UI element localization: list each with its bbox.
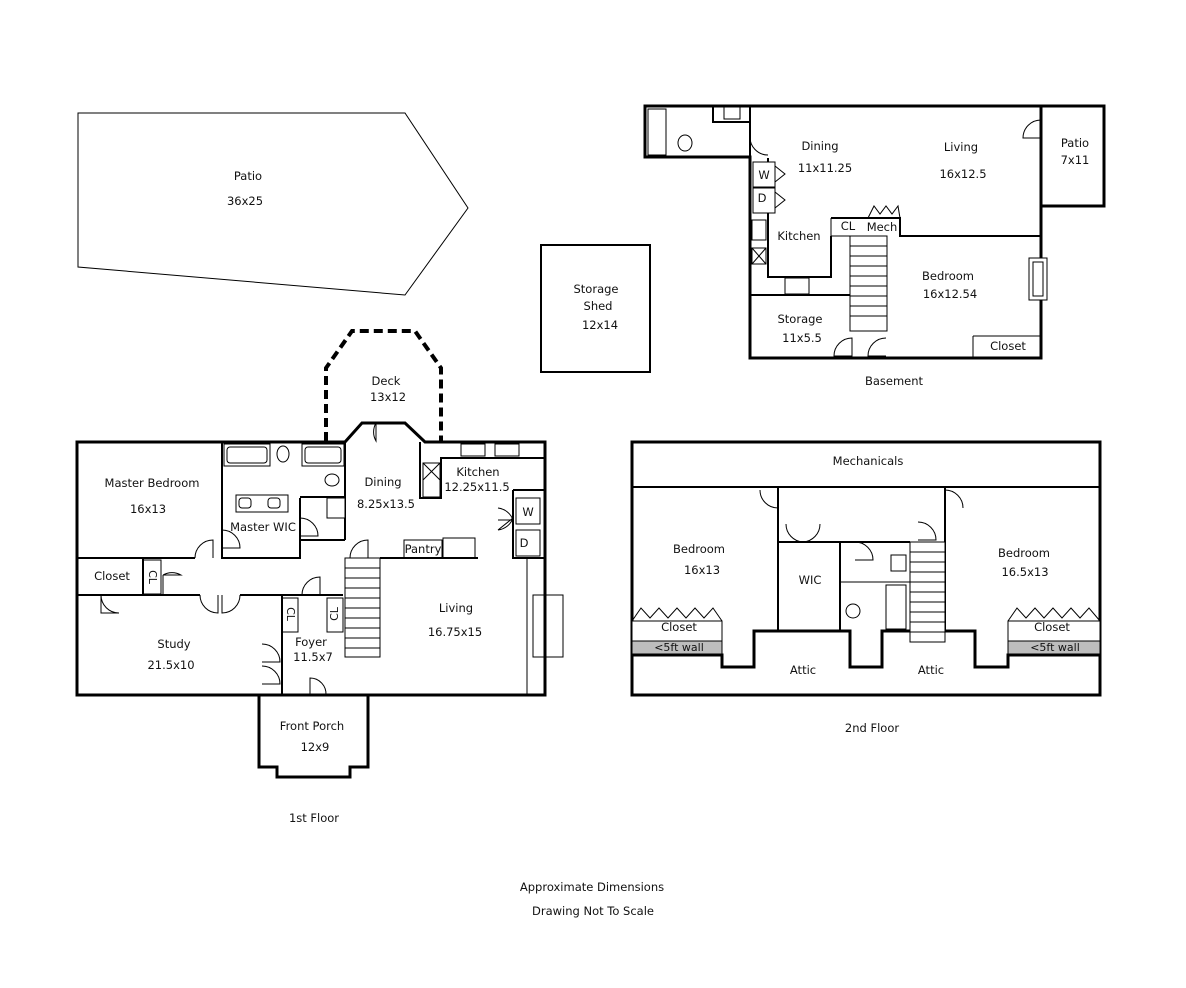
- basement-closet-label: Closet: [990, 339, 1026, 353]
- first-floor-cl-3: CL: [328, 606, 341, 621]
- first-floor-washer: W: [522, 505, 533, 519]
- front-porch-outline: [257, 695, 370, 779]
- storage-shed-dims: 12x14: [582, 318, 618, 332]
- study-label: Study: [157, 637, 190, 651]
- storage-shed-label-2: Shed: [584, 299, 613, 313]
- bedroom-left-dims: 16x13: [684, 563, 720, 577]
- closet-left-label: Closet: [661, 620, 697, 634]
- living-label: Living: [439, 601, 473, 615]
- basement-dining-dims: 11x11.25: [798, 161, 852, 175]
- deck-dims: 13x12: [370, 390, 406, 404]
- basement-mech: Mech: [867, 220, 898, 234]
- basement-living-dims: 16x12.5: [939, 167, 986, 181]
- basement-stairs: [849, 235, 888, 332]
- master-bedroom-label: Master Bedroom: [105, 476, 200, 490]
- basement-dining-label: Dining: [801, 139, 838, 153]
- storage-shed: Storage Shed 12x14: [540, 244, 651, 373]
- bedroom-right-dims: 16.5x13: [1001, 565, 1048, 579]
- basement-kitchen-label: Kitchen: [777, 229, 820, 243]
- second-floor-plan: Mechanicals Closet <5ft wall Closet: [630, 440, 1102, 735]
- bedroom-left-label: Bedroom: [673, 542, 725, 556]
- bedroom-right-label: Bedroom: [998, 546, 1050, 560]
- kitchen-label: Kitchen: [456, 465, 499, 479]
- first-floor-cl-1: CL: [146, 570, 159, 585]
- deck-label: Deck: [372, 374, 401, 388]
- first-floor-plan: Deck 13x12: [75, 329, 564, 825]
- basement-storage-label: Storage: [778, 312, 823, 326]
- front-porch-label: Front Porch: [280, 719, 344, 733]
- storage-shed-label-1: Storage: [574, 282, 619, 296]
- master-bedroom-dims: 16x13: [130, 502, 166, 516]
- study-dims: 21.5x10: [147, 658, 194, 672]
- dining-label: Dining: [364, 475, 401, 489]
- patio-label: Patio: [234, 169, 262, 183]
- basement-bedroom-label: Bedroom: [922, 269, 974, 283]
- basement-bedroom-dims: 16x12.54: [923, 287, 977, 301]
- basement-washer: W: [758, 168, 769, 182]
- wic-label: WIC: [799, 573, 822, 587]
- pantry-label: Pantry: [405, 542, 442, 556]
- living-dims: 16.75x15: [428, 625, 482, 639]
- first-floor-stairs: [344, 557, 381, 658]
- front-porch-dims: 12x9: [301, 740, 330, 754]
- attic-right-label: Attic: [918, 663, 944, 677]
- not-to-scale-note: Drawing Not To Scale: [532, 904, 654, 918]
- patio-area: Patio 36x25: [77, 112, 469, 296]
- closet-label: Closet: [94, 569, 130, 583]
- second-floor-stairs: [909, 541, 946, 643]
- basement-title: Basement: [865, 374, 924, 388]
- approx-dimensions-note: Approximate Dimensions: [520, 880, 664, 894]
- deck-outline: [324, 329, 443, 441]
- kitchen-dims: 12.25x11.5: [444, 480, 509, 494]
- basement-cl: CL: [841, 219, 856, 233]
- first-floor-title: 1st Floor: [289, 811, 339, 825]
- basement-patio: [1039, 104, 1106, 208]
- first-floor-cl-2: CL: [284, 607, 297, 622]
- basement-living-label: Living: [944, 140, 978, 154]
- first-floor-dryer: D: [520, 536, 529, 550]
- patio-dims: 36x25: [227, 194, 263, 208]
- attic-left-label: Attic: [790, 663, 816, 677]
- foyer-label: Foyer: [295, 635, 327, 649]
- basement-patio-dims: 7x11: [1061, 153, 1090, 167]
- dining-dims: 8.25x13.5: [357, 497, 415, 511]
- second-floor-title: 2nd Floor: [845, 721, 899, 735]
- basement-storage-dims: 11x5.5: [782, 331, 822, 345]
- master-wic-label: Master WIC: [230, 520, 296, 534]
- foyer-dims: 11.5x7: [293, 650, 333, 664]
- second-floor-outer-wall: [630, 440, 1102, 697]
- basement-patio-label: Patio: [1061, 136, 1089, 150]
- wall-note-left: <5ft wall: [654, 641, 704, 654]
- wall-note-right: <5ft wall: [1030, 641, 1080, 654]
- second-floor-attic-wall: [632, 629, 1100, 669]
- closet-right-label: Closet: [1034, 620, 1070, 634]
- basement-dryer: D: [758, 191, 767, 205]
- mechanicals-label: Mechanicals: [833, 454, 904, 468]
- basement-plan: W D Dining 11x11.25 Living 16x12.5 Patio…: [643, 104, 1106, 388]
